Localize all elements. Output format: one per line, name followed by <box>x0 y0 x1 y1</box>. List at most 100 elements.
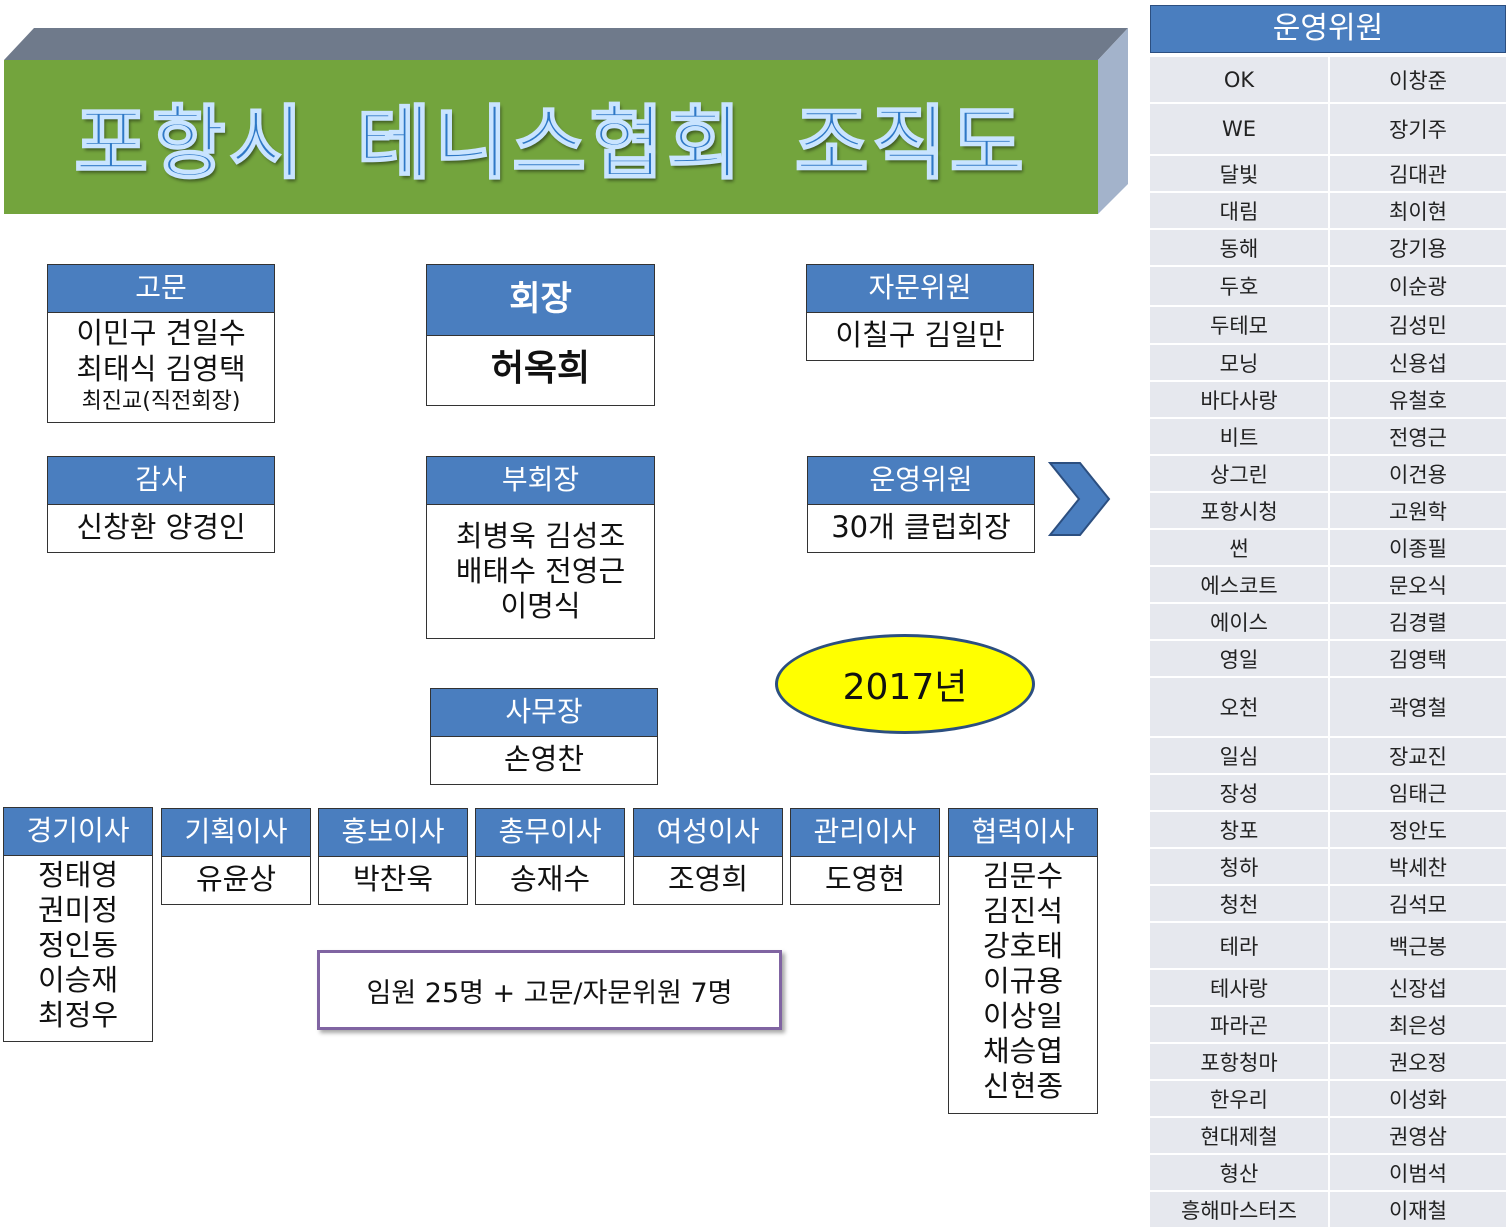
director-box-management: 관리이사 도영현 <box>790 808 940 905</box>
director-name: 채승엽 <box>982 1034 1064 1068</box>
club-president: 김성민 <box>1389 314 1447 338</box>
banner-top-face <box>4 28 1128 60</box>
director-name: 정인동 <box>37 928 119 962</box>
club-name: 모닝 <box>1150 345 1330 380</box>
table-row: 장성 임태근 <box>1150 775 1506 812</box>
club-name: 동해 <box>1150 230 1330 265</box>
club-president: 곽영철 <box>1389 696 1447 720</box>
club-president: 이성화 <box>1389 1087 1447 1112</box>
director-name: 김진석 <box>982 894 1064 928</box>
club-name: 흥해마스터즈 <box>1150 1192 1330 1227</box>
consultants-box: 자문위원 이칠구 김일만 <box>806 264 1034 361</box>
club-name: 썬 <box>1150 530 1330 565</box>
secretary-name: 손영찬 <box>503 742 585 776</box>
club-name: 달빛 <box>1150 156 1330 191</box>
director-header: 홍보이사 <box>319 809 467 857</box>
club-president: 김경렬 <box>1389 610 1447 635</box>
club-name: 영일 <box>1150 641 1330 676</box>
club-name: OK <box>1150 57 1330 102</box>
club-name: 장성 <box>1150 775 1330 810</box>
director-box-pr: 홍보이사 박찬욱 <box>318 808 468 905</box>
director-name: 김문수 <box>982 859 1064 893</box>
club-name: 두호 <box>1150 267 1330 305</box>
advisors-line: 이민구 견일수 <box>76 316 246 350</box>
club-name: 포항청마 <box>1150 1044 1330 1079</box>
director-header: 총무이사 <box>476 809 624 857</box>
club-president: 이재철 <box>1389 1198 1447 1223</box>
table-row: 테라 백근봉 <box>1150 923 1506 970</box>
club-name: 에이스 <box>1150 604 1330 639</box>
table-row: 청천 김석모 <box>1150 886 1506 923</box>
club-name: 창포 <box>1150 812 1330 847</box>
club-president: 이범석 <box>1389 1161 1447 1186</box>
club-president: 임태근 <box>1389 781 1447 806</box>
director-name: 이규용 <box>982 964 1064 998</box>
club-president: 김석모 <box>1389 892 1447 917</box>
club-name: 상그린 <box>1150 456 1330 491</box>
club-president: 장기주 <box>1389 118 1447 142</box>
president-box: 회장 허옥희 <box>426 264 655 406</box>
director-name: 박찬욱 <box>352 862 434 896</box>
table-row: 모닝 신용섭 <box>1150 345 1506 382</box>
club-president: 권영삼 <box>1389 1124 1447 1149</box>
club-name: 파라곤 <box>1150 1007 1330 1042</box>
year-badge: 2017년 <box>775 634 1035 734</box>
club-name: 청하 <box>1150 849 1330 884</box>
director-name: 정태영 <box>37 858 119 892</box>
table-row: 포항청마 권오정 <box>1150 1044 1506 1081</box>
director-box-planning: 기획이사 유윤상 <box>161 808 311 905</box>
secretary-header: 사무장 <box>431 689 657 737</box>
club-president: 신용섭 <box>1389 351 1447 376</box>
club-name: 테라 <box>1150 923 1330 968</box>
club-president: 이창준 <box>1389 68 1447 93</box>
chevron-right-icon <box>1047 462 1111 536</box>
operations-box-header: 운영위원 <box>808 457 1034 505</box>
club-president: 백근봉 <box>1389 934 1447 959</box>
vice-presidents-box: 부회장 최병욱 김성조 배태수 전영근 이명식 <box>426 456 655 639</box>
director-name: 신현종 <box>982 1069 1064 1103</box>
table-row: 두테모 김성민 <box>1150 307 1506 345</box>
director-name: 송재수 <box>509 862 591 896</box>
president-header: 회장 <box>427 265 654 336</box>
director-name: 도영현 <box>824 862 906 896</box>
consultants-line: 이칠구 김일만 <box>835 318 1005 352</box>
director-names: 정태영 권미정 정인동 이승재 최정우 <box>4 856 152 1033</box>
club-president: 고원학 <box>1389 499 1447 524</box>
table-row: 두호 이순광 <box>1150 267 1506 307</box>
director-header: 여성이사 <box>634 809 782 857</box>
auditor-box: 감사 신창환 양경인 <box>47 456 275 553</box>
table-row: 에이스 김경렬 <box>1150 604 1506 641</box>
club-name: 일심 <box>1150 738 1330 773</box>
secretary-box: 사무장 손영찬 <box>430 688 658 785</box>
club-president: 박세찬 <box>1389 855 1447 880</box>
director-name: 조영희 <box>667 862 749 896</box>
operations-box-line: 30개 클럽회장 <box>831 510 1011 544</box>
club-name: 바다사랑 <box>1150 382 1330 417</box>
director-name: 이상일 <box>982 999 1064 1033</box>
vice-presidents-header: 부회장 <box>427 457 654 505</box>
club-name: 두테모 <box>1150 307 1330 343</box>
club-president: 이순광 <box>1389 275 1447 299</box>
director-name: 권미정 <box>37 893 119 927</box>
director-box-competition: 경기이사 정태영 권미정 정인동 이승재 최정우 <box>3 807 153 1042</box>
operations-committee-header: 운영위원 <box>1150 5 1506 53</box>
club-name: 포항시청 <box>1150 493 1330 528</box>
consultants-header: 자문위원 <box>807 265 1033 313</box>
president-name: 허옥희 <box>490 348 591 389</box>
club-name: 청천 <box>1150 886 1330 921</box>
club-president: 권오정 <box>1389 1050 1447 1075</box>
director-name: 이승재 <box>37 963 119 997</box>
